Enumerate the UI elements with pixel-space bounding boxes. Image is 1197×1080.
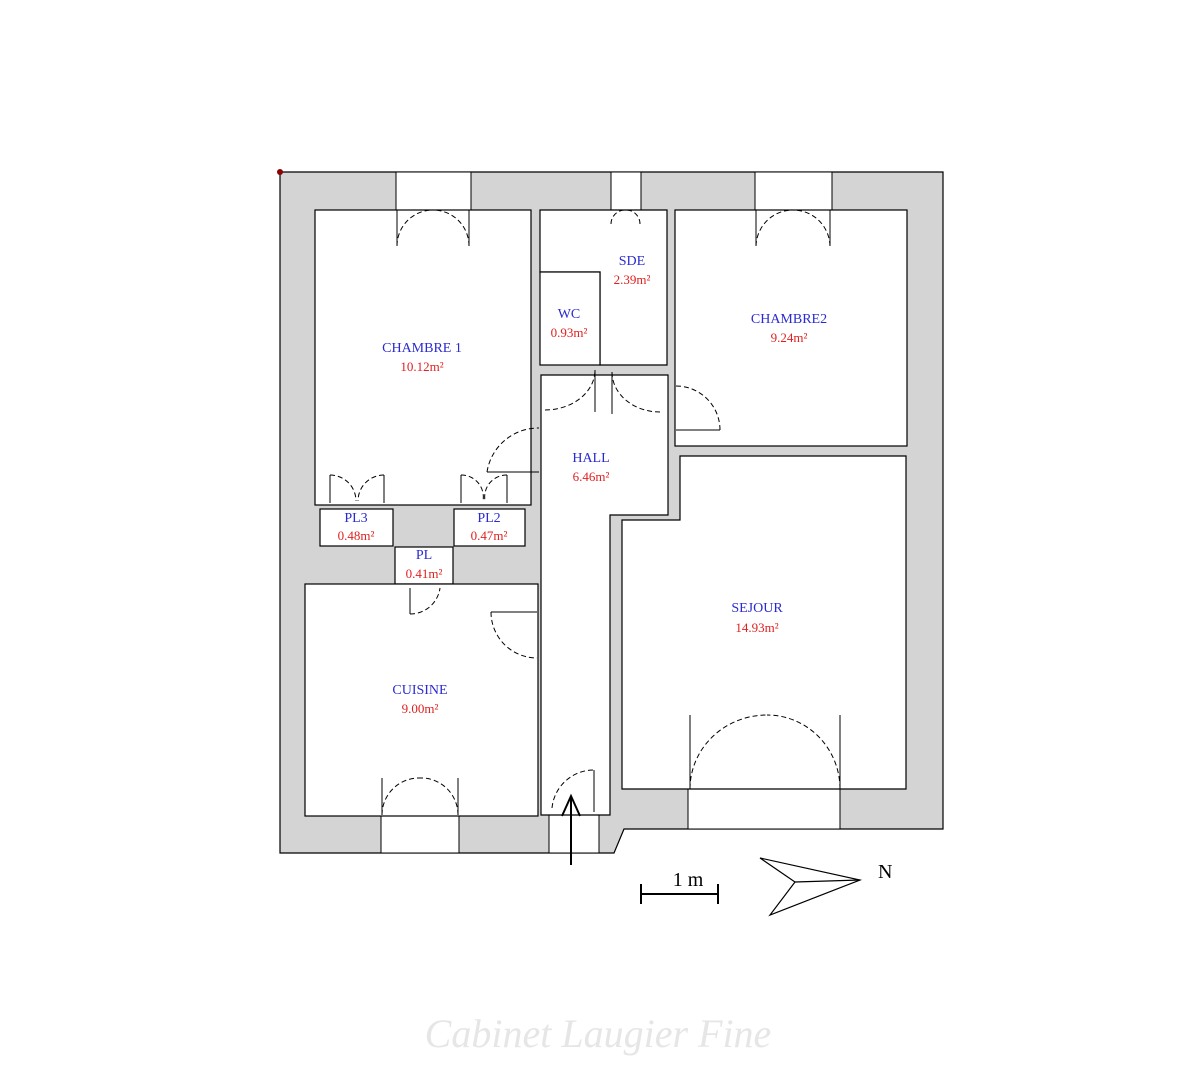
label-chambre1: CHAMBRE 1 [382,341,462,356]
door-leaves [329,210,841,815]
room-pl3 [319,508,394,547]
door-arc [792,209,831,247]
north-arrow-icon [759,857,863,917]
door-arc [357,474,385,502]
area-chambre2: 9.24m² [771,330,808,345]
door-arc [624,209,641,225]
door-arc [490,611,538,659]
watermark: Cabinet Laugier Fine [425,1011,772,1056]
door-arc [329,474,357,502]
north-label: N [878,861,892,883]
label-sejour: SEJOUR [731,601,783,616]
room-hall [540,374,669,816]
label-cuisine: CUISINE [392,683,447,698]
window-sde [610,171,642,211]
scale-bar [640,884,719,904]
window-sejour [687,788,841,830]
rooms [304,209,908,817]
area-chambre1: 10.12m² [400,359,443,374]
door-arc [460,474,484,502]
room-cuisine [304,583,539,817]
door-arc [544,369,596,411]
door-arc [755,209,794,247]
door-arc [675,385,721,431]
room-chambre2 [674,209,908,447]
door-arc [409,587,441,615]
window-chambre2 [754,171,833,211]
area-pl3: 0.48m² [338,528,375,543]
window-entry [548,814,600,854]
room-pl [394,546,454,585]
door-arc [484,474,508,502]
label-chambre2: CHAMBRE2 [751,312,827,327]
door-arc [381,777,420,816]
entry-arrow-icon [561,793,581,865]
room-wc [539,271,601,366]
area-hall: 6.46m² [573,469,610,484]
area-pl2: 0.47m² [471,528,508,543]
door-arc [396,209,434,247]
room-pl2 [453,508,526,547]
area-wc: 0.93m² [551,325,588,340]
scale-label: 1 m [673,869,704,891]
area-sde: 2.39m² [614,272,651,287]
door-arc [611,371,661,413]
label-hall: HALL [572,451,609,466]
door-arc [689,714,768,790]
label-pl2: PL2 [477,511,500,526]
room-labels: CHAMBRE 1 10.12m² SDE 2.39m² WC 0.93m² C… [338,254,828,716]
door-arc [610,209,626,225]
windows [380,171,841,854]
room-sejour [621,455,907,790]
door-arc [766,714,841,790]
door-arc [432,209,470,247]
window-cuisine [380,814,460,854]
label-sde: SDE [619,254,645,269]
label-pl3: PL3 [344,511,367,526]
area-sejour: 14.93m² [735,620,778,635]
area-cuisine: 9.00m² [402,701,439,716]
doors [329,209,841,816]
area-pl: 0.41m² [406,566,443,581]
label-pl: PL [416,548,432,563]
door-arc [486,427,540,473]
corner-marker-icon [277,169,283,175]
window-chambre1 [395,171,472,211]
room-chambre1 [314,209,532,506]
label-wc: WC [558,307,581,322]
